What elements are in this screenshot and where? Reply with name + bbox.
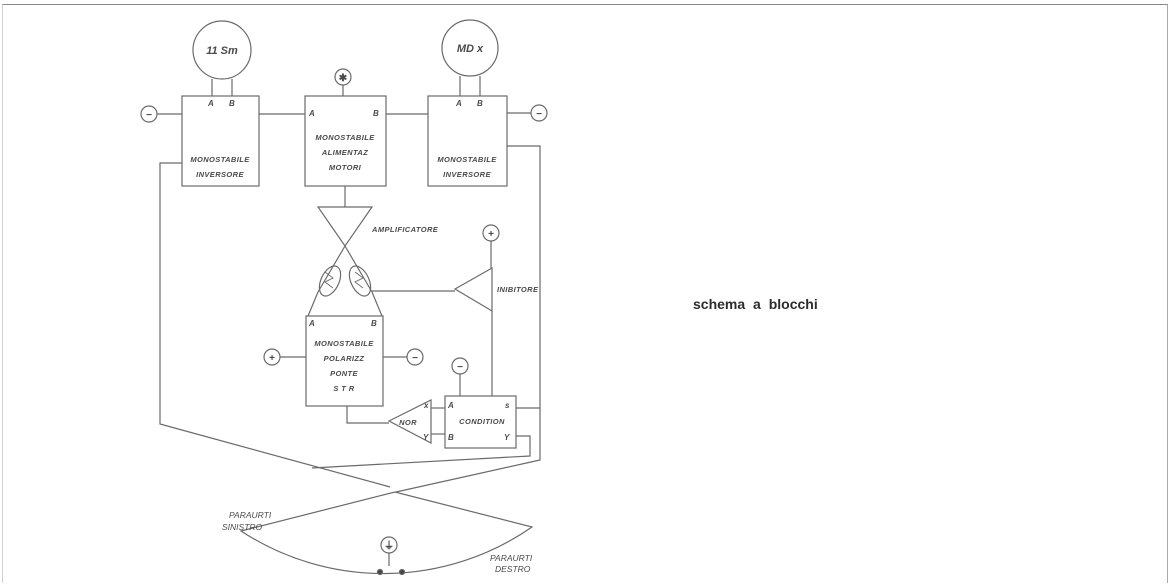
port-a-left: A xyxy=(207,99,214,108)
condition-port-y: Y xyxy=(504,433,510,442)
condition-port-s: s xyxy=(505,401,510,410)
motor-left-circle xyxy=(192,20,252,80)
mono-left-line-1: MONOSTABILE xyxy=(190,155,250,164)
mono-bridge-block xyxy=(305,315,384,407)
bumper-right-line-2: DESTRO xyxy=(495,564,531,574)
photoresistor-right xyxy=(348,265,372,297)
bumper-left-line-1: PARAURTI xyxy=(229,510,272,520)
mono-center-line-3: MOTORI xyxy=(329,163,362,172)
mono-right-line-2: INVERSORE xyxy=(443,170,491,179)
inhibitor-label: INIBITORE xyxy=(497,285,539,294)
minus-symbol-bridge: − xyxy=(412,353,418,364)
minus-symbol-left: − xyxy=(146,110,152,121)
minus-symbol-condition: − xyxy=(457,362,463,373)
port-b-right: B xyxy=(477,99,483,108)
nor-symbol xyxy=(387,399,432,444)
port-a-center: A xyxy=(308,109,315,118)
motor-right-circle xyxy=(441,19,499,77)
mono-bridge-line-2: POLARIZZ xyxy=(324,354,365,363)
condition-port-b: B xyxy=(448,433,454,442)
mono-center-line-1: MONOSTABILE xyxy=(315,133,375,142)
motor-left-leads xyxy=(211,79,233,96)
port-b-bridge: B xyxy=(371,319,377,328)
port-b-left: B xyxy=(229,99,235,108)
mono-left-block xyxy=(181,95,260,187)
port-a-bridge: A xyxy=(308,319,315,328)
port-b-center: B xyxy=(373,109,379,118)
ground-symbol-bumper: ⏚ xyxy=(384,540,394,552)
condition-block xyxy=(444,395,517,449)
nor-port-x: x xyxy=(423,401,429,410)
mono-bridge-line-4: S T R xyxy=(333,384,354,393)
plus-symbol-inhibitor: + xyxy=(488,229,494,240)
mono-right-block xyxy=(427,95,508,187)
bumper-left-line-2: SINISTRO xyxy=(222,522,263,532)
mono-left-line-2: INVERSORE xyxy=(196,170,244,179)
condition-label: CONDITION xyxy=(459,417,505,426)
mono-bridge-line-1: MONOSTABILE xyxy=(314,339,374,348)
bumper-right-line-1: PARAURTI xyxy=(490,553,533,563)
mono-bridge-line-3: PONTE xyxy=(330,369,358,378)
mono-center-line-2: ALIMENTAZ xyxy=(321,148,368,157)
amplifier-label: AMPLIFICATORE xyxy=(371,225,439,234)
diagram-caption: schema a blocchi xyxy=(693,296,818,312)
motor-right-leads xyxy=(459,76,481,96)
amplifier-symbol xyxy=(316,206,374,248)
condition-port-a: A xyxy=(447,401,454,410)
port-a-right: A xyxy=(455,99,462,108)
plus-symbol-bridge: + xyxy=(269,353,275,364)
page-frame xyxy=(2,4,1168,583)
nor-port-y: Y xyxy=(423,433,429,442)
mono-right-line-1: MONOSTABILE xyxy=(437,155,497,164)
star-symbol-top: ✱ xyxy=(339,73,348,84)
minus-symbol-right: − xyxy=(536,109,542,120)
motor-right-label: MD x xyxy=(457,43,484,55)
nor-label: NOR xyxy=(399,418,417,427)
photoresistor-left xyxy=(318,265,342,297)
inhibitor-symbol xyxy=(453,266,493,313)
bumper-sector xyxy=(239,491,534,575)
motor-left-label: 11 Sm xyxy=(206,45,238,57)
